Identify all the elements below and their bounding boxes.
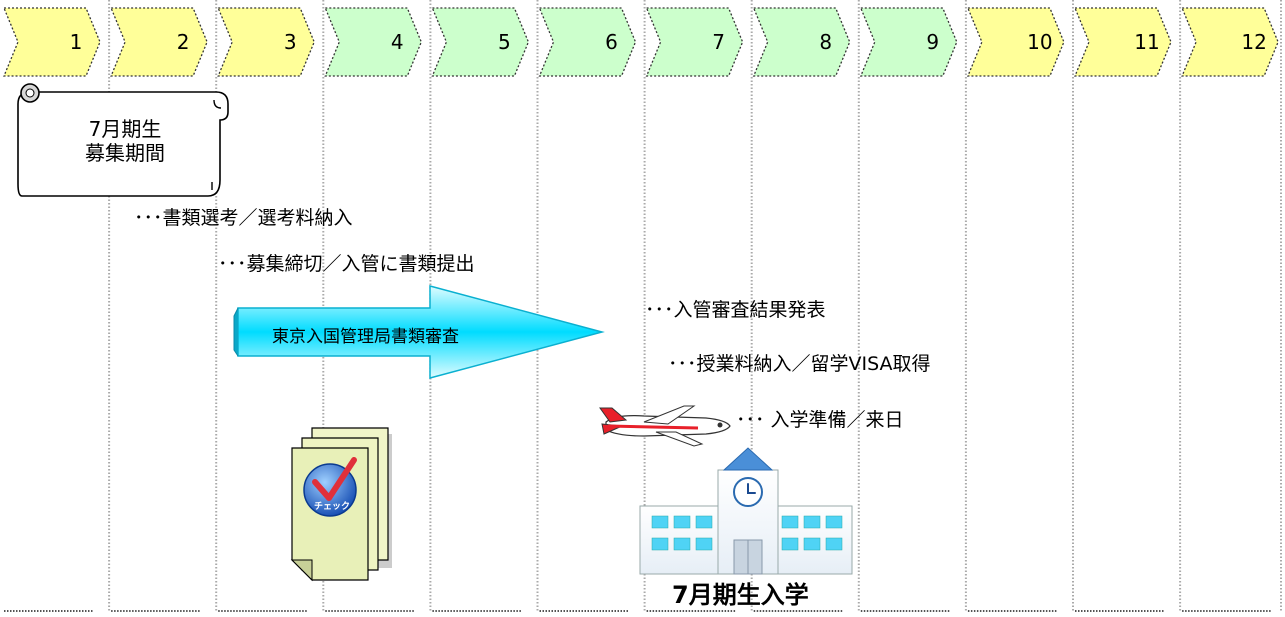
month-chevron-11: 11 <box>1074 7 1172 77</box>
note-arrival: ･･･ 入学準備／来日 <box>736 409 904 431</box>
month-label-11: 11 <box>1134 30 1159 54</box>
month-chevron-1: 1 <box>3 7 101 77</box>
note-screening: ･･･書類選考／選考料納入 <box>134 207 353 229</box>
month-label-5: 5 <box>498 30 511 54</box>
month-label-2: 2 <box>177 30 190 54</box>
check-document-icon: チェック <box>290 427 392 582</box>
month-label-6: 6 <box>605 30 618 54</box>
enrollment-label: 7月期生入学 <box>672 581 809 609</box>
month-label-1: 1 <box>70 30 83 54</box>
month-chevron-2: 2 <box>110 7 208 77</box>
month-label-9: 9 <box>926 30 939 54</box>
school-building-icon <box>639 447 853 575</box>
month-label-3: 3 <box>284 30 297 54</box>
month-chevron-3: 3 <box>217 7 315 77</box>
month-label-10: 10 <box>1027 30 1052 54</box>
month-label-8: 8 <box>819 30 832 54</box>
month-chevron-10: 10 <box>966 7 1065 77</box>
note-tuition: ･･･授業料納入／留学VISA取得 <box>668 353 931 375</box>
month-chevron-7: 7 <box>645 7 744 77</box>
check-label: チェック <box>314 501 350 512</box>
recruitment-scroll <box>17 83 229 197</box>
note-deadline: ･･･募集締切／入管に書類提出 <box>218 253 475 275</box>
recruitment-line-2: 募集期間 <box>85 141 165 165</box>
month-label-12: 12 <box>1241 30 1266 54</box>
month-label-4: 4 <box>391 30 404 54</box>
recruitment-line-1: 7月期生 <box>88 117 162 141</box>
review-arrow <box>233 285 605 379</box>
month-chevron-9: 9 <box>859 7 958 77</box>
month-chevron-4: 4 <box>324 7 423 77</box>
arrow-label: 東京入国管理局書類審査 <box>272 327 459 347</box>
month-chevron-5: 5 <box>431 7 530 77</box>
month-chevron-6: 6 <box>538 7 637 77</box>
recruitment-period-label: 7月期生 募集期間 <box>40 117 210 165</box>
month-label-7: 7 <box>712 30 725 54</box>
airplane-icon <box>599 405 731 447</box>
month-chevron-8: 8 <box>752 7 851 77</box>
note-result: ･･･入管審査結果発表 <box>645 299 826 321</box>
month-chevron-12: 12 <box>1181 7 1279 77</box>
